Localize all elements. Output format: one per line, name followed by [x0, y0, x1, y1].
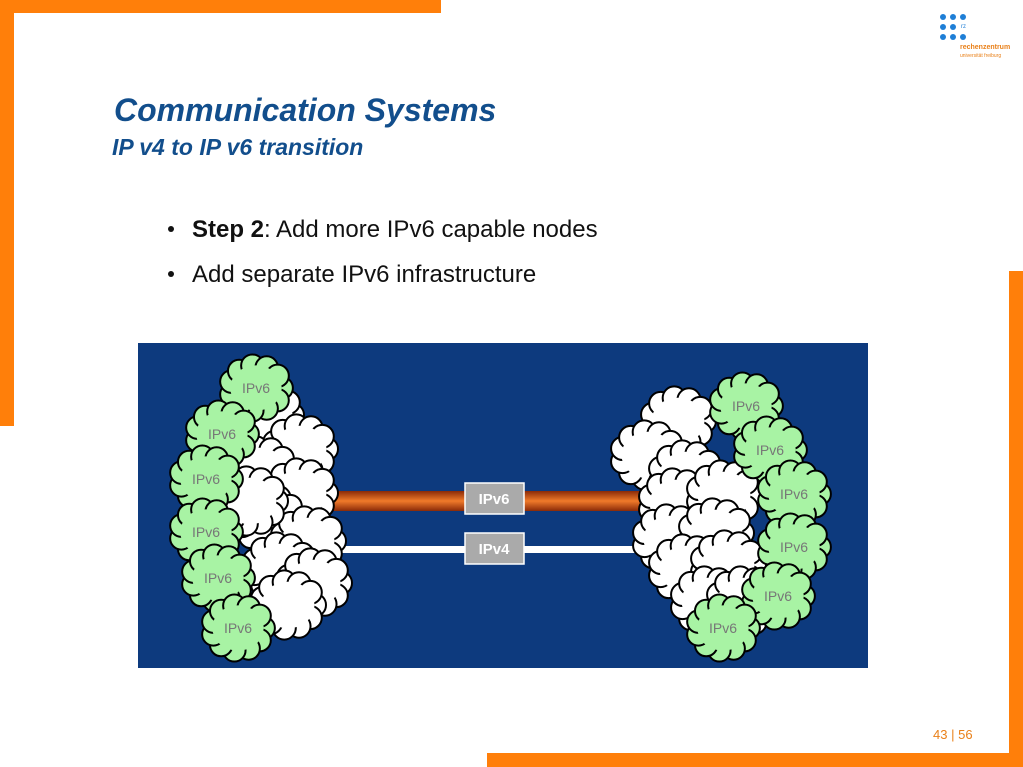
bullet-dot-icon — [168, 271, 174, 277]
ipv6-clouds: IPv6IPv6IPv6IPv6IPv6IPv6IPv6IPv6IPv6IPv6… — [169, 353, 832, 663]
ipv6-cloud: IPv6 — [185, 399, 260, 469]
slide-title: Communication Systems — [114, 92, 497, 128]
ipv6-cloud: IPv6 — [741, 561, 816, 631]
ipv6-cloud: IPv6 — [686, 593, 761, 663]
bullet-body: : Add more IPv6 capable nodes — [264, 216, 598, 243]
page-separator: | — [951, 727, 955, 742]
ipv6-cloud-label: IPv6 — [764, 588, 792, 604]
ipv6-cloud-label: IPv6 — [192, 524, 220, 540]
ipv6-cloud-label: IPv6 — [756, 442, 784, 458]
ipv4-link-label: IPv4 — [464, 532, 525, 565]
ipv6-link-label: IPv6 — [464, 482, 525, 515]
logo-dot — [950, 34, 956, 40]
ipv6-cloud-label: IPv6 — [242, 380, 270, 396]
logo-dot — [940, 34, 946, 40]
bullet-lead: Step 2 — [192, 216, 265, 243]
ipv6-cloud-label: IPv6 — [780, 486, 808, 502]
ipv6-cloud: IPv6 — [181, 543, 256, 613]
orange-frame-left — [0, 0, 14, 426]
ipv6-cloud-label: IPv6 — [204, 570, 232, 586]
ipv6-cloud-label: IPv6 — [780, 539, 808, 555]
bullet-text: Step 2: Add more IPv6 capable nodes — [192, 216, 598, 244]
ipv6-cloud-label: IPv6 — [709, 620, 737, 636]
orange-frame-top — [0, 0, 441, 13]
page-number: 43 | 56 — [933, 727, 973, 742]
slide-subtitle: IP v4 to IP v6 transition — [112, 134, 364, 160]
logo-abbrev: rz — [961, 24, 966, 30]
logo-dot — [940, 14, 946, 20]
logo-dot — [960, 34, 966, 40]
ipv6-cloud: IPv6 — [201, 593, 276, 663]
logo-name: rechenzentrum — [960, 44, 1011, 51]
dot-grid-icon — [940, 14, 968, 42]
logo-dot — [960, 14, 966, 20]
ipv6-link-label-text: IPv6 — [479, 491, 510, 508]
orange-frame-bottom — [487, 753, 1023, 767]
network-diagram-svg: IPv6IPv6IPv6IPv6IPv6IPv6IPv6IPv6IPv6IPv6… — [169, 353, 832, 663]
ipv6-cloud-label: IPv6 — [224, 620, 252, 636]
ipv6-cloud: IPv6 — [757, 512, 832, 582]
page-current: 43 — [933, 727, 948, 742]
logo-institution: universität freiburg — [960, 53, 1002, 59]
ipv6-cloud: IPv6 — [169, 444, 244, 514]
ipv6-cloud: IPv6 — [219, 353, 294, 423]
logo-dot — [950, 24, 956, 30]
rechenzentrum-logo: rz rechenzentrum universität freiburg — [938, 14, 1011, 64]
ipv4-link-label-text: IPv4 — [479, 541, 511, 558]
ipv6-cloud-label: IPv6 — [208, 426, 236, 442]
orange-frame-right — [1009, 271, 1023, 767]
page-total: 56 — [958, 727, 973, 742]
bullet-text: Add separate IPv6 infrastructure — [192, 261, 536, 289]
ipv6-cloud: IPv6 — [169, 497, 244, 567]
ipv4-clouds — [212, 379, 783, 641]
bullet-dot-icon — [168, 226, 174, 232]
bullet-body: Add separate IPv6 infrastructure — [192, 261, 537, 288]
ipv6-cloud: IPv6 — [733, 415, 808, 485]
ipv6-cloud-label: IPv6 — [732, 398, 760, 414]
logo-dot — [940, 24, 946, 30]
logo-dot — [950, 14, 956, 20]
ipv6-cloud-label: IPv6 — [192, 471, 220, 487]
